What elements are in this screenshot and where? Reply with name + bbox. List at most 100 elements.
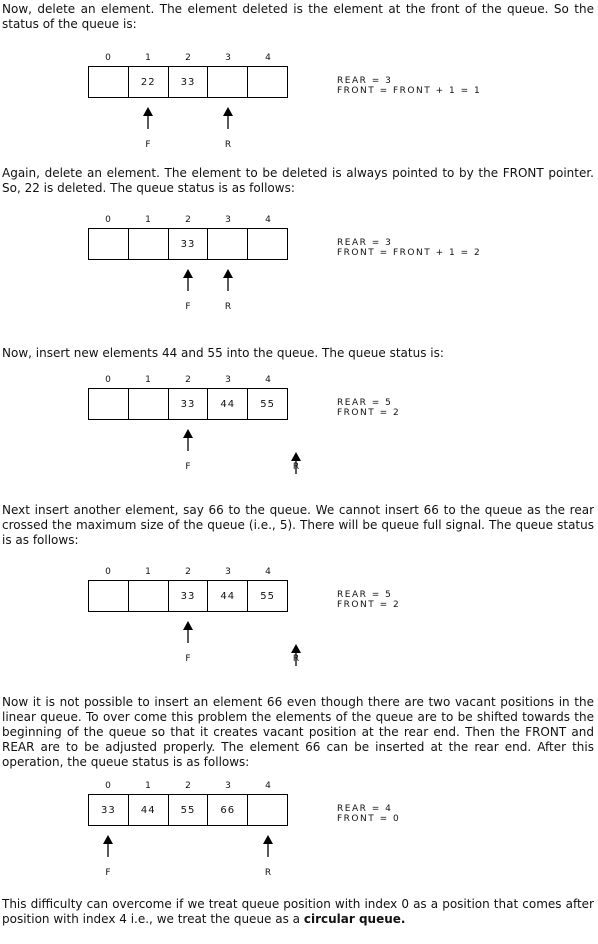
index-label: 1 (145, 567, 151, 577)
rear-pointer-arrow-icon (263, 835, 273, 857)
front-value: FRONT = 0 (337, 814, 401, 824)
queue-cell: 55 (169, 795, 209, 825)
paragraph-6: This difficulty can overcome if we treat… (2, 897, 594, 927)
queue-array: 33 44 55 (88, 580, 288, 612)
front-pointer-arrow-icon (183, 269, 193, 291)
index-label: 0 (105, 215, 111, 225)
index-label: 2 (185, 567, 191, 577)
queue-cell (248, 67, 287, 97)
front-label: F (185, 462, 191, 472)
queue-cell: 33 (89, 795, 129, 825)
front-pointer-arrow-icon (183, 429, 193, 451)
index-label: 3 (225, 215, 231, 225)
front-pointer-arrow-icon (143, 107, 153, 129)
index-label: 2 (185, 215, 191, 225)
rear-value: REAR = 3 (337, 76, 393, 86)
front-value: FRONT = FRONT + 1 = 1 (337, 86, 482, 96)
queue-cell: 33 (169, 581, 209, 611)
queue-cell: 44 (208, 581, 249, 611)
front-label: F (185, 302, 191, 312)
queue-cell (129, 229, 169, 259)
queue-cell: 33 (169, 389, 209, 419)
queue-cell: 44 (129, 795, 169, 825)
index-label: 4 (265, 375, 271, 385)
index-label: 3 (225, 781, 231, 791)
paragraph-3: Now, insert new elements 44 and 55 into … (2, 346, 444, 360)
front-label: F (185, 654, 191, 664)
queue-array: 22 33 (88, 66, 288, 98)
queue-cell (248, 229, 287, 259)
queue-cell: 44 (208, 389, 249, 419)
index-label: 0 (105, 567, 111, 577)
front-label: F (105, 868, 111, 878)
index-label: 1 (145, 215, 151, 225)
queue-cell (89, 581, 129, 611)
queue-cell: 33 (169, 67, 209, 97)
queue-cell (89, 67, 129, 97)
index-label: 2 (185, 375, 191, 385)
rear-pointer-arrow-icon (291, 452, 301, 474)
queue-cell (89, 229, 129, 259)
front-pointer-arrow-icon (183, 621, 193, 643)
rear-label: R (264, 868, 272, 878)
index-label: 4 (265, 567, 271, 577)
rear-value: REAR = 3 (337, 238, 393, 248)
front-value: FRONT = FRONT + 1 = 2 (337, 248, 482, 258)
queue-cell: 66 (208, 795, 249, 825)
index-label: 0 (105, 53, 111, 63)
paragraph-2: Again, delete an element. The element to… (2, 166, 594, 195)
front-value: FRONT = 2 (337, 408, 401, 418)
index-label: 2 (185, 781, 191, 791)
rear-pointer-arrow-icon (291, 644, 301, 666)
queue-array: 33 44 55 (88, 388, 288, 420)
rear-label: R (292, 654, 300, 664)
rear-label: R (224, 302, 232, 312)
paragraph-5: Now it is not possible to insert an elem… (2, 695, 594, 769)
index-label: 1 (145, 781, 151, 791)
queue-array: 33 44 55 66 (88, 794, 288, 826)
front-pointer-arrow-icon (103, 835, 113, 857)
rear-label: R (224, 140, 232, 150)
index-label: 0 (105, 375, 111, 385)
queue-cell (129, 389, 169, 419)
queue-array: 33 (88, 228, 288, 260)
queue-cell: 55 (260, 590, 275, 602)
paragraph-4: Next insert another element, say 66 to t… (2, 503, 594, 547)
rear-label: R (292, 462, 300, 472)
index-label: 4 (265, 53, 271, 63)
front-label: F (145, 140, 151, 150)
queue-cell (208, 67, 249, 97)
queue-cell (248, 795, 287, 825)
paragraph-1: Now, delete an element. The element dele… (2, 2, 594, 31)
queue-cell: 22 (129, 67, 169, 97)
queue-cell (129, 581, 169, 611)
index-label: 4 (265, 215, 271, 225)
index-label: 3 (225, 375, 231, 385)
rear-value: REAR = 5 (337, 590, 393, 600)
index-label: 0 (105, 781, 111, 791)
index-label: 3 (225, 567, 231, 577)
circular-queue-term: circular queue. (303, 912, 406, 926)
queue-cell: 55 (260, 398, 275, 410)
index-label: 1 (145, 53, 151, 63)
rear-value: REAR = 4 (337, 804, 393, 814)
index-label: 1 (145, 375, 151, 385)
paragraph-6-text: This difficulty can overcome if we treat… (2, 897, 594, 926)
rear-pointer-arrow-icon (223, 107, 233, 129)
rear-pointer-arrow-icon (223, 269, 233, 291)
queue-cell (89, 389, 129, 419)
rear-value: REAR = 5 (337, 398, 393, 408)
front-value: FRONT = 2 (337, 600, 401, 610)
queue-cell (208, 229, 249, 259)
queue-cell: 33 (169, 229, 209, 259)
index-label: 3 (225, 53, 231, 63)
